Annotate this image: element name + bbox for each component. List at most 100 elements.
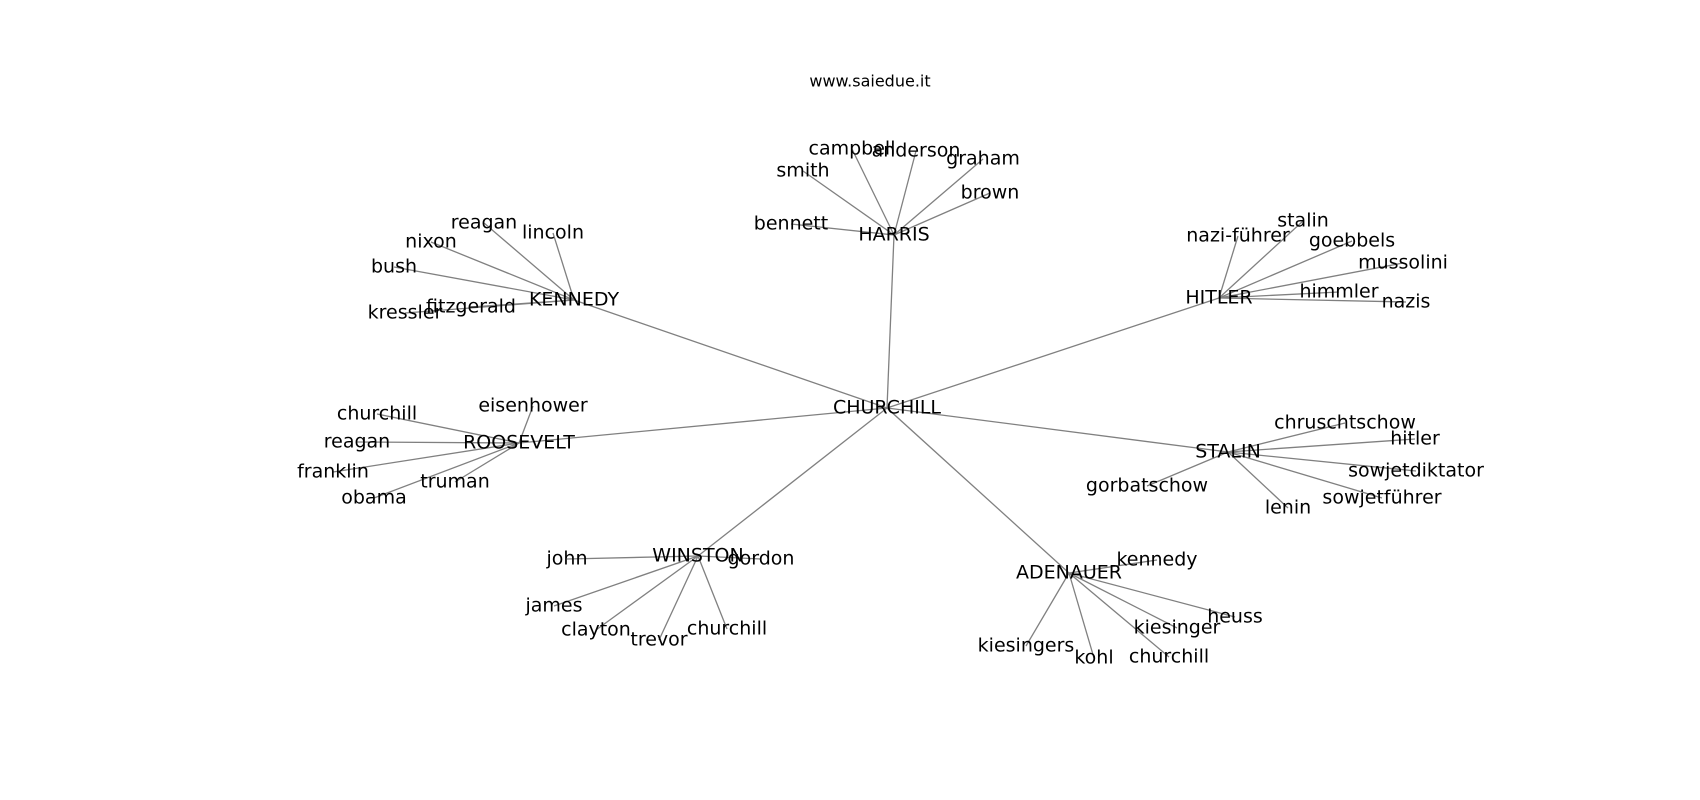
edge-adenauer-heuss [1068,572,1236,618]
edge-center-winston [697,407,888,557]
node-leaf-adenauer-churchill: churchill [1129,646,1209,668]
node-leaf-harris-anderson: anderson [872,140,961,162]
edge-roosevelt-eisenhower [518,405,534,444]
edge-stalin-sowjetdiktator [1227,451,1417,472]
node-leaf-kennedy-nixon: nixon [405,231,457,253]
node-leaf-roosevelt-churchill: churchill [337,403,417,425]
edge-kennedy-lincoln [552,232,575,301]
node-leaf-kennedy-lincoln: lincoln [522,222,584,244]
node-leaf-adenauer-kiesinger: kiesinger [1134,617,1221,639]
edge-adenauer-kennedy [1068,559,1158,574]
node-leaf-adenauer-heuss: heuss [1207,606,1263,628]
edge-kennedy-bush [393,266,575,301]
node-leaf-stalin-chruschtschow: chruschtschow [1274,412,1416,434]
node-leaf-winston-churchill: churchill [687,618,767,640]
edge-harris-graham [893,158,984,236]
node-leaf-winston-gordon: gordon [728,548,795,570]
edge-hitler-nazi-f-hrer [1218,235,1239,299]
edge-center-adenauer [886,407,1070,574]
edge-kennedy-nixon [430,241,575,301]
node-hub-stalin: STALIN [1195,441,1261,463]
edge-harris-brown [893,192,991,236]
node-leaf-kennedy-bush: bush [371,256,417,278]
edge-center-stalin [886,407,1229,453]
node-hub-harris: HARRIS [858,224,929,246]
edge-center-hitler [886,297,1220,409]
edge-hitler-nazis [1218,297,1407,303]
node-leaf-stalin-hitler: hitler [1390,428,1440,450]
node-leaf-winston-clayton: clayton [561,619,631,641]
edge-hitler-himmler [1218,291,1340,299]
node-leaf-kennedy-kressler: kressler [368,302,443,324]
edge-stalin-chruschtschow [1227,422,1346,453]
node-leaf-harris-smith: smith [776,160,829,182]
node-leaf-winston-john: john [546,548,588,570]
node-leaf-kennedy-fitzgerald: fitzgerald [426,296,516,318]
node-leaf-adenauer-kennedy: kennedy [1116,549,1197,571]
edge-adenauer-churchill [1068,572,1170,658]
edge-roosevelt-churchill [376,413,520,444]
node-center-churchill: CHURCHILL [833,397,941,419]
node-hub-kennedy: KENNEDY [529,289,619,311]
edge-stalin-lenin [1227,451,1289,509]
node-leaf-hitler-mussolini: mussolini [1358,252,1448,274]
node-leaf-adenauer-kiesingers: kiesingers [978,635,1075,657]
node-leaf-hitler-himmler: himmler [1299,281,1378,303]
node-leaf-stalin-lenin: lenin [1265,497,1311,519]
edge-center-kennedy [573,299,888,409]
edge-harris-bennett [790,223,895,236]
source-watermark: www.saiedue.it [809,72,930,91]
node-hub-roosevelt: ROOSEVELT [463,432,575,454]
edge-harris-anderson [893,150,917,236]
node-leaf-roosevelt-obama: obama [341,487,406,509]
graph-edges [332,148,1417,659]
edge-roosevelt-obama [373,442,520,499]
node-leaf-stalin-gorbatschow: gorbatschow [1086,475,1208,497]
edge-kennedy-reagan [483,222,575,301]
node-leaf-roosevelt-truman: truman [420,471,490,493]
node-hub-winston: WINSTON [652,545,743,567]
edge-winston-clayton [595,555,699,631]
edge-adenauer-kohl [1068,572,1095,659]
edge-stalin-hitler [1227,438,1416,453]
edge-adenauer-kiesingers [1025,572,1070,647]
edge-center-harris [886,234,895,409]
edge-stalin-sowjetf-hrer [1227,451,1383,499]
edge-adenauer-kiesinger [1068,572,1178,629]
edge-hitler-mussolini [1218,262,1404,299]
node-leaf-harris-graham: graham [946,148,1020,170]
node-leaf-harris-brown: brown [961,182,1020,204]
edge-center-roosevelt [518,407,888,444]
edge-winston-james [553,555,699,607]
node-leaf-harris-campbell: campbell [809,138,896,160]
node-leaf-kennedy-reagan: reagan [451,212,517,234]
edge-hitler-goebbels [1218,240,1353,299]
node-leaf-winston-james: james [524,595,582,617]
node-hub-adenauer: ADENAUER [1016,562,1122,584]
node-leaf-hitler-goebbels: goebbels [1309,230,1395,252]
edge-winston-john [566,555,699,560]
edge-winston-gordon [697,555,762,560]
edge-hitler-stalin [1218,220,1304,299]
node-leaf-hitler-nazis: nazis [1382,291,1431,313]
node-leaf-roosevelt-reagan: reagan [324,431,390,453]
edge-harris-campbell [851,148,895,236]
node-leaf-winston-trevor: trevor [630,629,687,651]
edge-stalin-gorbatschow [1146,451,1229,487]
node-leaf-stalin-sowjetf-hrer: sowjetführer [1322,487,1441,509]
node-leaf-hitler-nazi-f-hrer: nazi-führer [1186,225,1290,247]
edge-winston-churchill [697,555,728,630]
node-leaf-adenauer-kohl: kohl [1074,647,1113,669]
node-leaf-roosevelt-eisenhower: eisenhower [478,395,587,417]
node-leaf-hitler-stalin: stalin [1277,210,1329,232]
node-leaf-harris-bennett: bennett [754,213,828,235]
node-leaf-roosevelt-franklin: franklin [297,461,369,483]
edge-winston-trevor [658,555,699,641]
node-leaf-stalin-sowjetdiktator: sowjetdiktator [1348,460,1484,482]
edge-roosevelt-franklin [332,442,520,473]
edge-harris-smith [802,170,895,236]
edge-roosevelt-truman [454,442,520,483]
edge-kennedy-kressler [404,299,575,314]
